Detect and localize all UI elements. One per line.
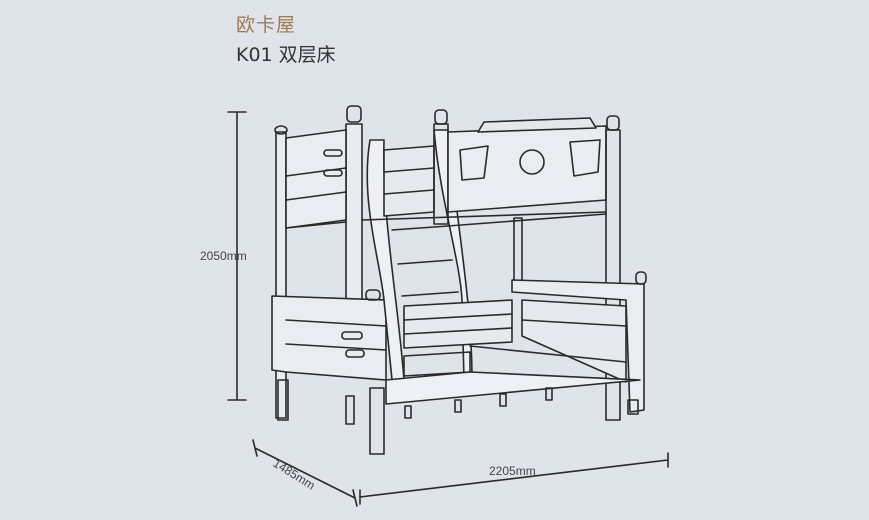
width-dimension-label: 2205mm	[489, 464, 536, 478]
height-dimension-label: 2050mm	[200, 249, 247, 263]
width-dimension-line	[359, 452, 669, 505]
product-model: K01 双层床	[236, 44, 336, 66]
depth-dimension-line	[252, 439, 358, 507]
brand-name: 欧卡屋	[236, 14, 297, 36]
height-dimension-line	[227, 111, 247, 401]
